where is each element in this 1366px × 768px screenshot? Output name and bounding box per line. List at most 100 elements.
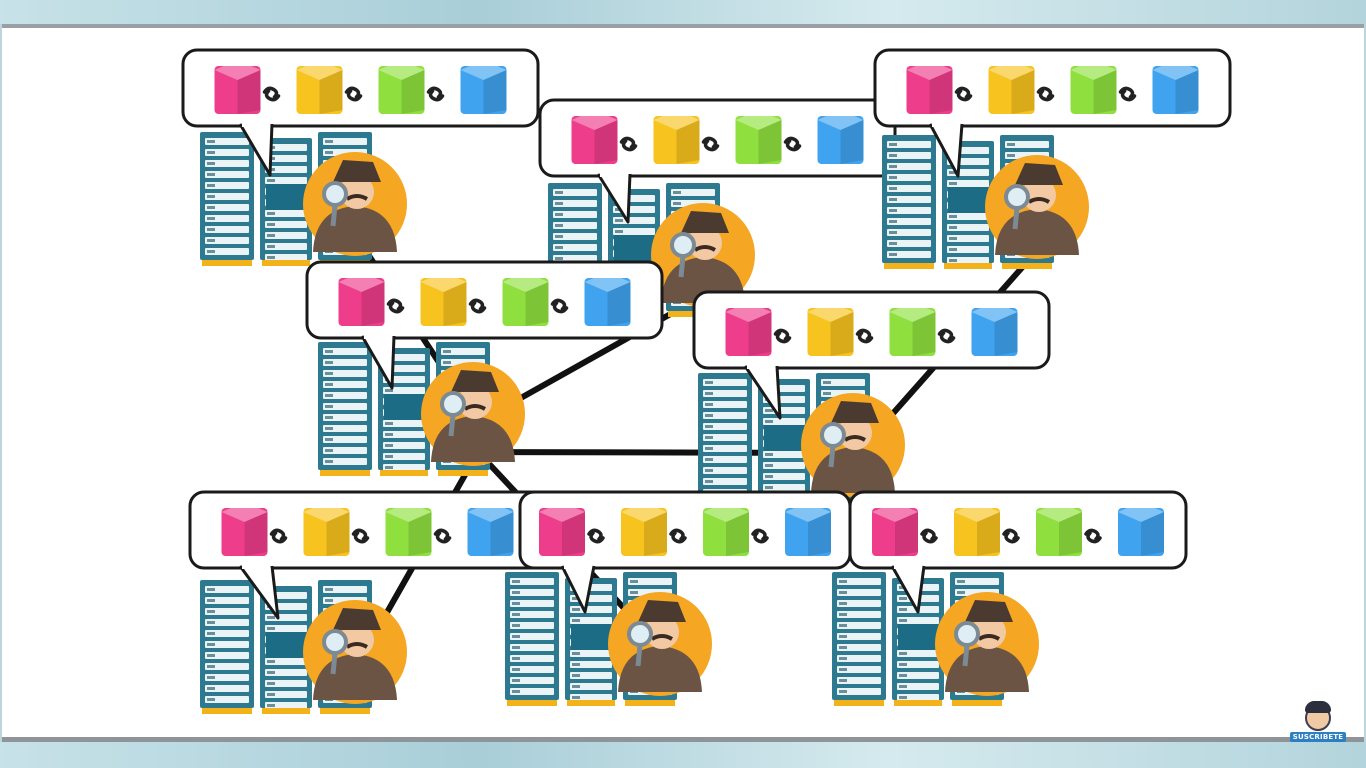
detective-hat	[333, 160, 381, 182]
rack-slot	[205, 248, 249, 255]
chain-link-icon	[751, 528, 767, 541]
rack-slot	[323, 370, 367, 377]
block-cube-top	[1036, 502, 1082, 522]
subscribe-badge[interactable]: SUSCRIBETE	[1289, 696, 1347, 742]
block-cube-top	[460, 60, 507, 80]
block-cube-top	[502, 272, 549, 292]
rack-slot	[553, 189, 597, 196]
rack-base	[320, 708, 370, 714]
rack-led	[555, 224, 563, 227]
detective-mustache	[693, 245, 717, 252]
rack-slot	[510, 655, 554, 662]
rack-slot	[205, 674, 249, 681]
rack-base	[262, 260, 310, 266]
rack-led	[207, 588, 215, 591]
rack-slot	[553, 222, 597, 229]
block-cube	[502, 278, 549, 326]
block-cube	[653, 116, 700, 164]
rack-slot	[837, 600, 881, 607]
detective-mustache	[977, 634, 1001, 641]
chain-link-icon	[353, 531, 370, 544]
rack-led	[207, 173, 215, 176]
detective-face	[688, 226, 722, 260]
rack-led	[325, 394, 333, 397]
chain-link-icon	[671, 531, 687, 544]
rack-led	[839, 602, 847, 605]
magnifying-glass-icon	[627, 621, 653, 647]
rack-slot	[205, 608, 249, 615]
rack-base	[320, 470, 370, 476]
magnifying-glass-handle	[678, 255, 686, 278]
rack-led	[673, 202, 681, 205]
rack-slot	[265, 155, 307, 162]
rack-slot	[383, 464, 425, 471]
rack-slot	[510, 666, 554, 673]
block-cube-side	[1175, 70, 1199, 114]
rack-slot	[887, 251, 931, 258]
rack-led	[1007, 154, 1015, 157]
rack-slot	[383, 431, 425, 438]
bubble-body	[873, 48, 1232, 128]
rack-led	[555, 191, 563, 194]
bubble-tail-mask	[894, 563, 922, 569]
chain-link-icon	[262, 86, 279, 99]
rack-slot	[897, 650, 939, 657]
chain-link-icon	[351, 528, 368, 541]
bubble-body	[848, 490, 1188, 570]
rack-slot	[323, 425, 367, 432]
block-cube	[872, 508, 918, 556]
chain-link-icon	[426, 86, 443, 99]
magnifying-glass-handle	[635, 644, 643, 667]
rack-led	[207, 665, 215, 668]
rack-slot	[671, 189, 715, 196]
rack-slot	[383, 420, 425, 427]
rack-slot	[763, 484, 805, 491]
detective-face	[972, 615, 1006, 649]
rack-led	[207, 610, 215, 613]
rack-led	[267, 660, 275, 663]
block-cube	[1070, 66, 1117, 114]
rack-slot	[205, 652, 249, 659]
rack-led	[839, 591, 847, 594]
rack-slot	[205, 182, 249, 189]
block-cube-side	[840, 120, 864, 164]
rack-slot	[323, 138, 367, 145]
rack-led	[207, 162, 215, 165]
bubble-tail	[890, 565, 926, 614]
rack-base	[438, 470, 488, 476]
rack-slot	[947, 257, 989, 264]
chain-link-icon	[587, 528, 603, 541]
rack-slot	[570, 617, 612, 624]
block-cube	[807, 308, 854, 356]
rack-slot	[613, 228, 655, 235]
block-cube-top	[954, 502, 1000, 522]
rack-led	[325, 372, 333, 375]
rack-slot	[570, 650, 612, 657]
chain-link-icon	[1038, 89, 1055, 102]
rack-slot	[553, 233, 597, 240]
rack-slot	[510, 677, 554, 684]
chain-link-icon	[1084, 528, 1100, 541]
rack-led	[572, 597, 580, 600]
bubble-tail-mask	[242, 563, 270, 569]
rack-slot	[837, 622, 881, 629]
rack-slot	[265, 177, 307, 184]
block-cube	[1118, 508, 1164, 556]
server-screen	[764, 425, 804, 451]
rack-led	[705, 436, 713, 439]
rack-led	[267, 179, 275, 182]
rack-slot	[265, 221, 307, 228]
rack-led	[823, 381, 831, 384]
block-cube-top	[303, 502, 350, 522]
chain-link-icon	[344, 86, 361, 99]
chain-link-icon	[939, 331, 956, 344]
rack-led	[325, 427, 333, 430]
rack-base	[567, 700, 615, 706]
rack-slot	[510, 589, 554, 596]
detective-hat	[1015, 163, 1063, 185]
rack-led	[889, 253, 897, 256]
block-cube-side	[326, 512, 350, 556]
block-cube-top	[807, 302, 854, 322]
rack-led	[207, 687, 215, 690]
